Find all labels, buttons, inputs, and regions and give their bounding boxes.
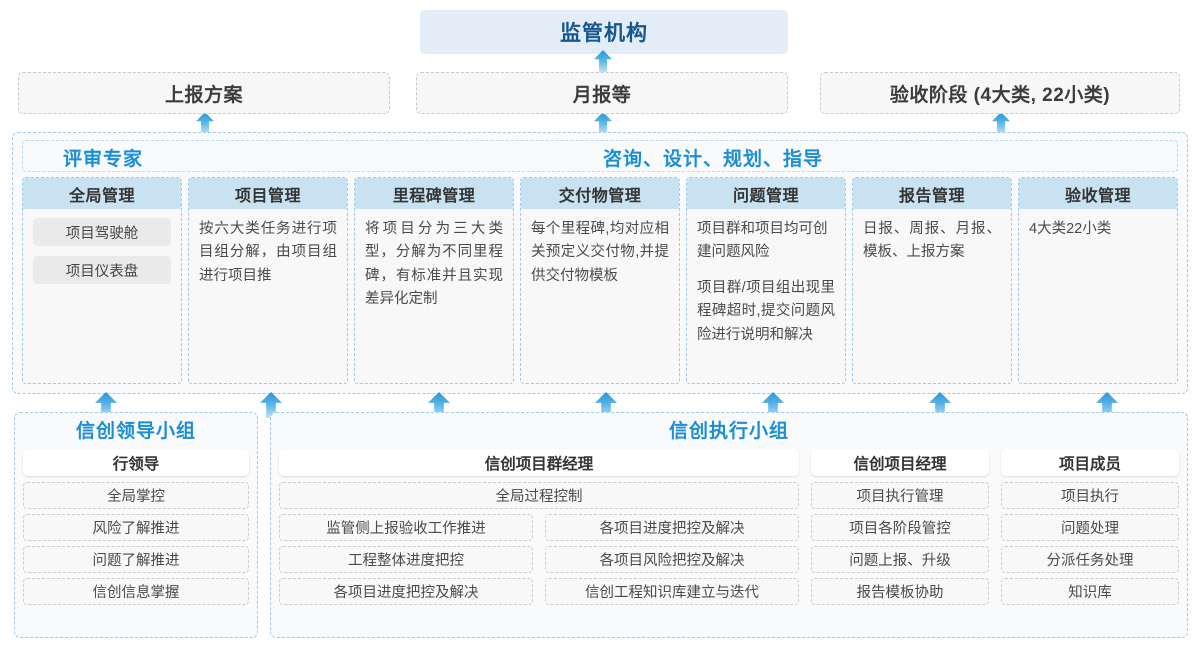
list-item: 全局掌控 bbox=[23, 482, 249, 509]
column-paragraph: 项目群/项目组出现里程碑超时,提交问题风险进行说明和解决 bbox=[697, 279, 835, 343]
leadership-group: 信创领导小组 行领导 全局掌控 风险了解推进 问题了解推进 信创信息掌握 bbox=[14, 412, 258, 638]
column-body: 日报、周报、月报、模板、上报方案 bbox=[853, 209, 1011, 383]
list-item: 项目执行管理 bbox=[811, 482, 989, 509]
program-manager-col-right: 各项目进度把控及解决 各项目风险把控及解决 信创工程知识库建立与迭代 bbox=[545, 514, 799, 605]
project-member-block: 项目成员 项目执行 问题处理 分派任务处理 知识库 bbox=[1001, 449, 1179, 605]
column-body: 项目驾驶舱 项目仪表盘 bbox=[23, 209, 181, 383]
list-item: 信创工程知识库建立与迭代 bbox=[545, 578, 799, 605]
role-header-program-manager: 信创项目群经理 bbox=[279, 449, 799, 476]
program-manager-col-left: 监管侧上报验收工作推进 工程整体进度把控 各项目进度把控及解决 bbox=[279, 514, 533, 605]
list-item: 各项目风险把控及解决 bbox=[545, 546, 799, 573]
column-paragraph: 每个里程碑,均对应相关预定义交付物,并提供交付物模板 bbox=[531, 221, 669, 284]
column-deliverable-management: 交付物管理 每个里程碑,均对应相关预定义交付物,并提供交付物模板 bbox=[520, 177, 680, 384]
list-item: 问题处理 bbox=[1001, 514, 1179, 541]
column-title: 交付物管理 bbox=[521, 178, 679, 209]
report-box-monthly-report: 月报等 bbox=[416, 72, 788, 114]
pill-item: 项目仪表盘 bbox=[33, 256, 171, 284]
arrow-up-report-3 bbox=[992, 112, 1010, 134]
list-item: 监管侧上报验收工作推进 bbox=[279, 514, 533, 541]
list-item: 各项目进度把控及解决 bbox=[279, 578, 533, 605]
arrow-up-report-1 bbox=[196, 112, 214, 134]
program-manager-grid: 监管侧上报验收工作推进 工程整体进度把控 各项目进度把控及解决 各项目进度把控及… bbox=[279, 514, 799, 605]
project-manager-block: 信创项目经理 项目执行管理 项目各阶段管控 问题上报、升级 报告模板协助 bbox=[811, 449, 989, 605]
column-title: 项目管理 bbox=[189, 178, 347, 209]
column-body: 将项目分为三大类型，分解为不同里程碑，有标准并且实现差异化定制 bbox=[355, 209, 513, 383]
column-paragraph: 项目群和项目均可创建问题风险 bbox=[697, 221, 828, 261]
report-box-submission-plan: 上报方案 bbox=[18, 72, 390, 114]
column-body: 每个里程碑,均对应相关预定义交付物,并提供交付物模板 bbox=[521, 209, 679, 383]
management-columns: 全局管理 项目驾驶舱 项目仪表盘 项目管理 按六大类任务进行项目组分解，由项目组… bbox=[22, 177, 1178, 384]
list-item: 问题上报、升级 bbox=[811, 546, 989, 573]
column-paragraph: 将项目分为三大类型，分解为不同里程碑，有标准并且实现差异化定制 bbox=[365, 221, 503, 308]
role-header-project-manager: 信创项目经理 bbox=[811, 449, 989, 476]
management-panel-header: 评审专家 咨询、设计、规划、指导 bbox=[22, 140, 1178, 172]
column-report-management: 报告管理 日报、周报、月报、模板、上报方案 bbox=[852, 177, 1012, 384]
execution-group: 信创执行小组 信创项目群经理 全局过程控制 监管侧上报验收工作推进 工程整体进度… bbox=[270, 412, 1188, 638]
column-title: 问题管理 bbox=[687, 178, 845, 209]
execution-group-title: 信创执行小组 bbox=[668, 421, 789, 442]
column-body: 项目群和项目均可创建问题风险 项目群/项目组出现里程碑超时,提交问题风险进行说明… bbox=[687, 209, 845, 383]
regulator-label: 监管机构 bbox=[560, 22, 648, 45]
list-item: 报告模板协助 bbox=[811, 578, 989, 605]
column-global-management: 全局管理 项目驾驶舱 项目仪表盘 bbox=[22, 177, 182, 384]
list-item: 知识库 bbox=[1001, 578, 1179, 605]
column-body: 4大类22小类 bbox=[1019, 209, 1177, 383]
column-paragraph: 日报、周报、月报、模板、上报方案 bbox=[863, 221, 1001, 261]
column-title: 报告管理 bbox=[853, 178, 1011, 209]
column-paragraph: 4大类22小类 bbox=[1029, 221, 1112, 237]
column-acceptance-management: 验收管理 4大类22小类 bbox=[1018, 177, 1178, 384]
list-item: 各项目进度把控及解决 bbox=[545, 514, 799, 541]
report-box-label: 月报等 bbox=[572, 84, 632, 106]
report-box-acceptance-stage: 验收阶段 (4大类, 22小类) bbox=[820, 72, 1180, 114]
report-box-label: 验收阶段 (4大类, 22小类) bbox=[889, 84, 1111, 106]
role-header-bank-leader: 行领导 bbox=[23, 449, 249, 476]
regulator-box: 监管机构 bbox=[420, 10, 788, 54]
program-manager-block: 信创项目群经理 全局过程控制 监管侧上报验收工作推进 工程整体进度把控 各项目进… bbox=[279, 449, 799, 605]
column-milestone-management: 里程碑管理 将项目分为三大类型，分解为不同里程碑，有标准并且实现差异化定制 bbox=[354, 177, 514, 384]
consulting-label: 咨询、设计、规划、指导 bbox=[603, 149, 824, 170]
list-item: 分派任务处理 bbox=[1001, 546, 1179, 573]
column-issue-management: 问题管理 项目群和项目均可创建问题风险 项目群/项目组出现里程碑超时,提交问题风… bbox=[686, 177, 846, 384]
column-paragraph: 按六大类任务进行项目组分解，由项目组进行项目推 bbox=[199, 221, 337, 284]
column-project-management: 项目管理 按六大类任务进行项目组分解，由项目组进行项目推 bbox=[188, 177, 348, 384]
arrow-up-report-2 bbox=[594, 112, 612, 134]
role-header-project-member: 项目成员 bbox=[1001, 449, 1179, 476]
list-item: 全局过程控制 bbox=[279, 482, 799, 509]
list-item: 工程整体进度把控 bbox=[279, 546, 533, 573]
list-item: 项目执行 bbox=[1001, 482, 1179, 509]
leadership-group-title: 信创领导小组 bbox=[75, 421, 196, 442]
column-body: 按六大类任务进行项目组分解，由项目组进行项目推 bbox=[189, 209, 347, 383]
execution-group-columns: 信创项目群经理 全局过程控制 监管侧上报验收工作推进 工程整体进度把控 各项目进… bbox=[279, 449, 1179, 605]
column-title: 全局管理 bbox=[23, 178, 181, 209]
list-item: 问题了解推进 bbox=[23, 546, 249, 573]
list-item: 信创信息掌握 bbox=[23, 578, 249, 605]
column-title: 里程碑管理 bbox=[355, 178, 513, 209]
review-experts-label: 评审专家 bbox=[63, 149, 144, 170]
report-box-label: 上报方案 bbox=[164, 84, 243, 106]
management-panel: 评审专家 咨询、设计、规划、指导 全局管理 项目驾驶舱 项目仪表盘 项目管理 按… bbox=[12, 132, 1188, 394]
column-title: 验收管理 bbox=[1019, 178, 1177, 209]
list-item: 风险了解推进 bbox=[23, 514, 249, 541]
pill-item: 项目驾驶舱 bbox=[33, 218, 171, 246]
list-item: 项目各阶段管控 bbox=[811, 514, 989, 541]
